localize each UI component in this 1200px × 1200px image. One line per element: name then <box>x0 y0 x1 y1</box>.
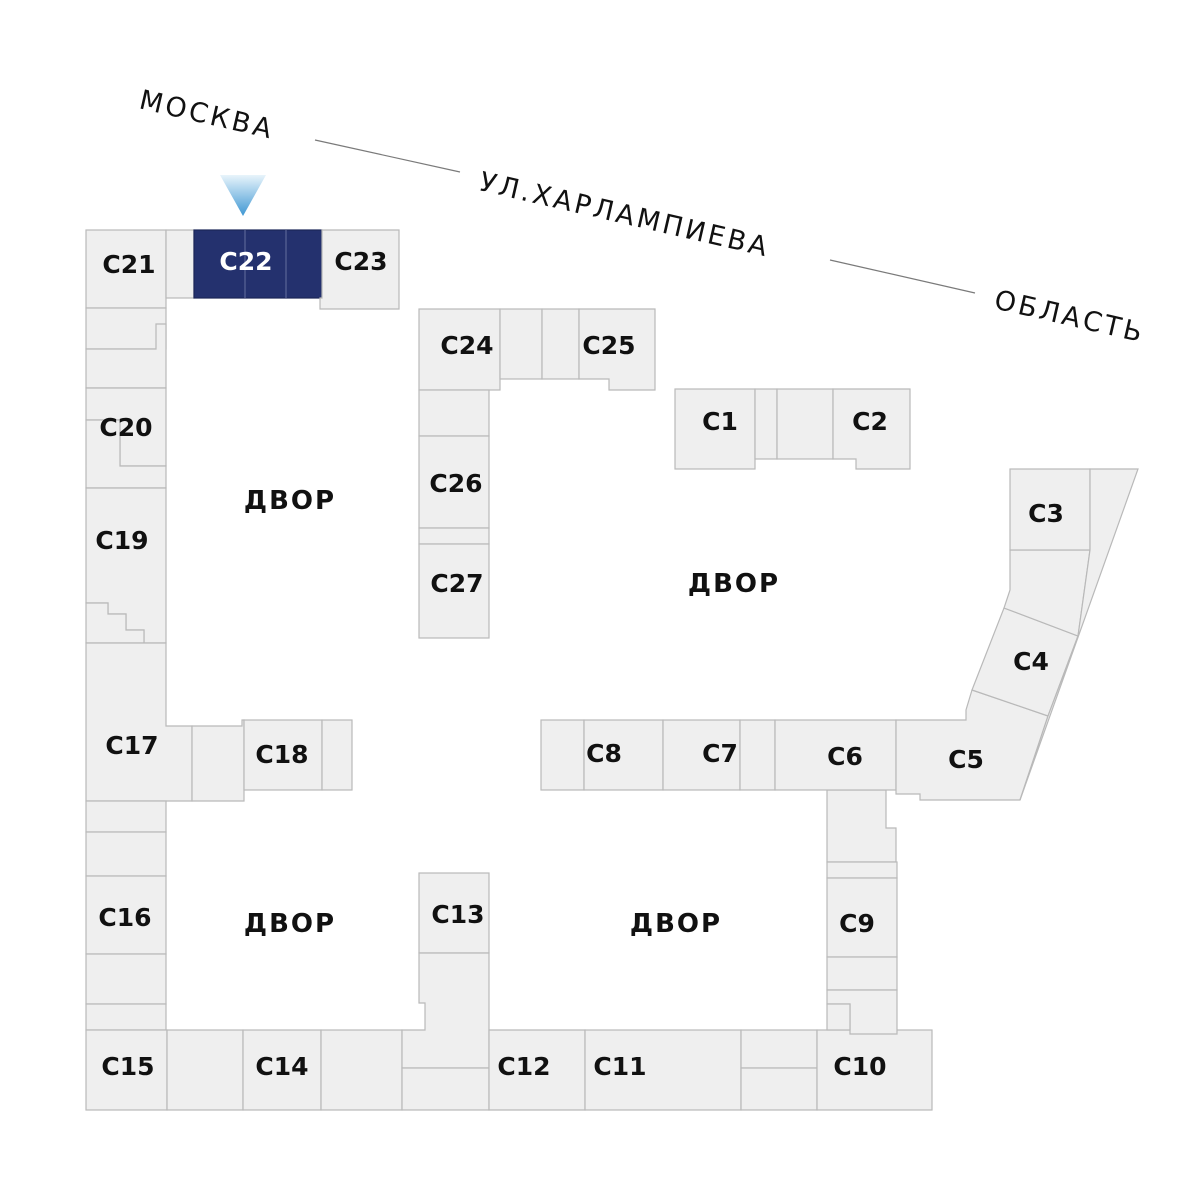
block-c3-edge <box>1019 468 1139 801</box>
section-label-c5: С5 <box>948 745 984 774</box>
section-label-c12: С12 <box>497 1052 550 1081</box>
block-south-5 <box>740 1067 818 1111</box>
section-c24[interactable] <box>418 308 501 391</box>
section-label-c21: С21 <box>102 250 155 279</box>
section-c16[interactable] <box>85 875 167 955</box>
block-c9-3 <box>826 1003 851 1031</box>
block-c1-2 <box>776 388 834 460</box>
section-c18[interactable] <box>243 719 323 791</box>
section-label-c10: С10 <box>833 1052 886 1081</box>
section-label-c19: С19 <box>95 526 148 555</box>
section-label-c17: С17 <box>105 731 158 760</box>
yard-label-northwest: ДВОР <box>244 486 336 516</box>
block-c26-top <box>418 389 490 437</box>
block-west-5 <box>85 953 167 1005</box>
section-label-c24: С24 <box>440 331 493 360</box>
triangle-down-marker-icon <box>220 175 266 216</box>
block-c7-right <box>739 719 776 791</box>
section-c19[interactable] <box>85 487 167 644</box>
section-c26[interactable] <box>418 435 490 529</box>
yard-label-southeast: ДВОР <box>630 909 722 939</box>
section-label-c6: С6 <box>827 742 863 771</box>
section-label-c27: С27 <box>430 569 483 598</box>
block-south-4 <box>740 1029 818 1069</box>
section-c25[interactable] <box>578 308 656 391</box>
section-label-c14: С14 <box>255 1052 308 1081</box>
section-label-c2: С2 <box>852 407 888 436</box>
section-c21[interactable] <box>85 229 167 309</box>
section-c1[interactable] <box>674 388 756 470</box>
section-label-c7: С7 <box>702 739 738 768</box>
section-c11[interactable] <box>584 1029 742 1111</box>
block-south-2 <box>320 1029 403 1111</box>
section-label-c9: С9 <box>839 909 875 938</box>
block-west-3 <box>85 800 167 833</box>
section-label-c18: С18 <box>255 740 308 769</box>
section-label-c25: С25 <box>582 331 635 360</box>
block-c18-end <box>321 719 353 791</box>
street-label-oblast: ОБЛАСТЬ <box>991 285 1147 350</box>
section-label-c15: С15 <box>101 1052 154 1081</box>
section-label-c8: С8 <box>586 739 622 768</box>
block-c8-left <box>540 719 585 791</box>
section-c22-selected[interactable] <box>193 229 323 299</box>
section-c23[interactable] <box>319 229 400 310</box>
section-c3[interactable] <box>1009 468 1091 551</box>
block-west-4 <box>85 831 167 877</box>
section-label-c20: С20 <box>99 413 152 442</box>
block-c9-1 <box>826 956 898 991</box>
block-c9-top <box>826 861 898 879</box>
section-label-c26: С26 <box>429 469 482 498</box>
block-c24-1 <box>499 308 543 380</box>
section-label-c3: С3 <box>1028 499 1064 528</box>
block-c17-join <box>191 719 245 802</box>
yard-label-southwest: ДВОР <box>244 909 336 939</box>
street-label-kharlampieva: УЛ.ХАРЛАМПИЕВА <box>476 167 773 264</box>
section-c6[interactable] <box>774 719 897 791</box>
street-line-2 <box>829 259 976 294</box>
section-c8[interactable] <box>583 719 664 791</box>
block-c1-1 <box>754 388 778 460</box>
block-c24-2 <box>541 308 580 380</box>
block-c13-stem <box>401 952 490 1069</box>
block-west-1 <box>85 307 167 350</box>
section-label-c13: С13 <box>431 900 484 929</box>
yard-label-northeast: ДВОР <box>688 569 780 599</box>
section-label-c11: С11 <box>593 1052 646 1081</box>
block-west-6 <box>85 1003 167 1031</box>
block-c6-stem <box>826 789 897 863</box>
block-c21-gap <box>165 229 195 299</box>
street-label-moscow: МОСКВА <box>136 85 277 146</box>
street-line-1 <box>314 139 461 173</box>
section-c10[interactable] <box>816 1029 933 1111</box>
section-c17[interactable] <box>85 642 193 802</box>
block-c26-gap <box>418 527 490 545</box>
section-c2[interactable] <box>832 388 911 470</box>
section-label-c16: С16 <box>98 903 151 932</box>
section-c20[interactable] <box>85 387 167 489</box>
section-c27[interactable] <box>418 543 490 639</box>
block-south-1 <box>166 1029 244 1111</box>
section-c9[interactable] <box>826 877 898 958</box>
section-label-c4: С4 <box>1013 647 1049 676</box>
section-label-c1: С1 <box>702 407 738 436</box>
section-label-c23: С23 <box>334 247 387 276</box>
section-c7[interactable] <box>662 719 741 791</box>
section-label-c22: С22 <box>219 247 272 276</box>
block-south-3 <box>401 1067 490 1111</box>
